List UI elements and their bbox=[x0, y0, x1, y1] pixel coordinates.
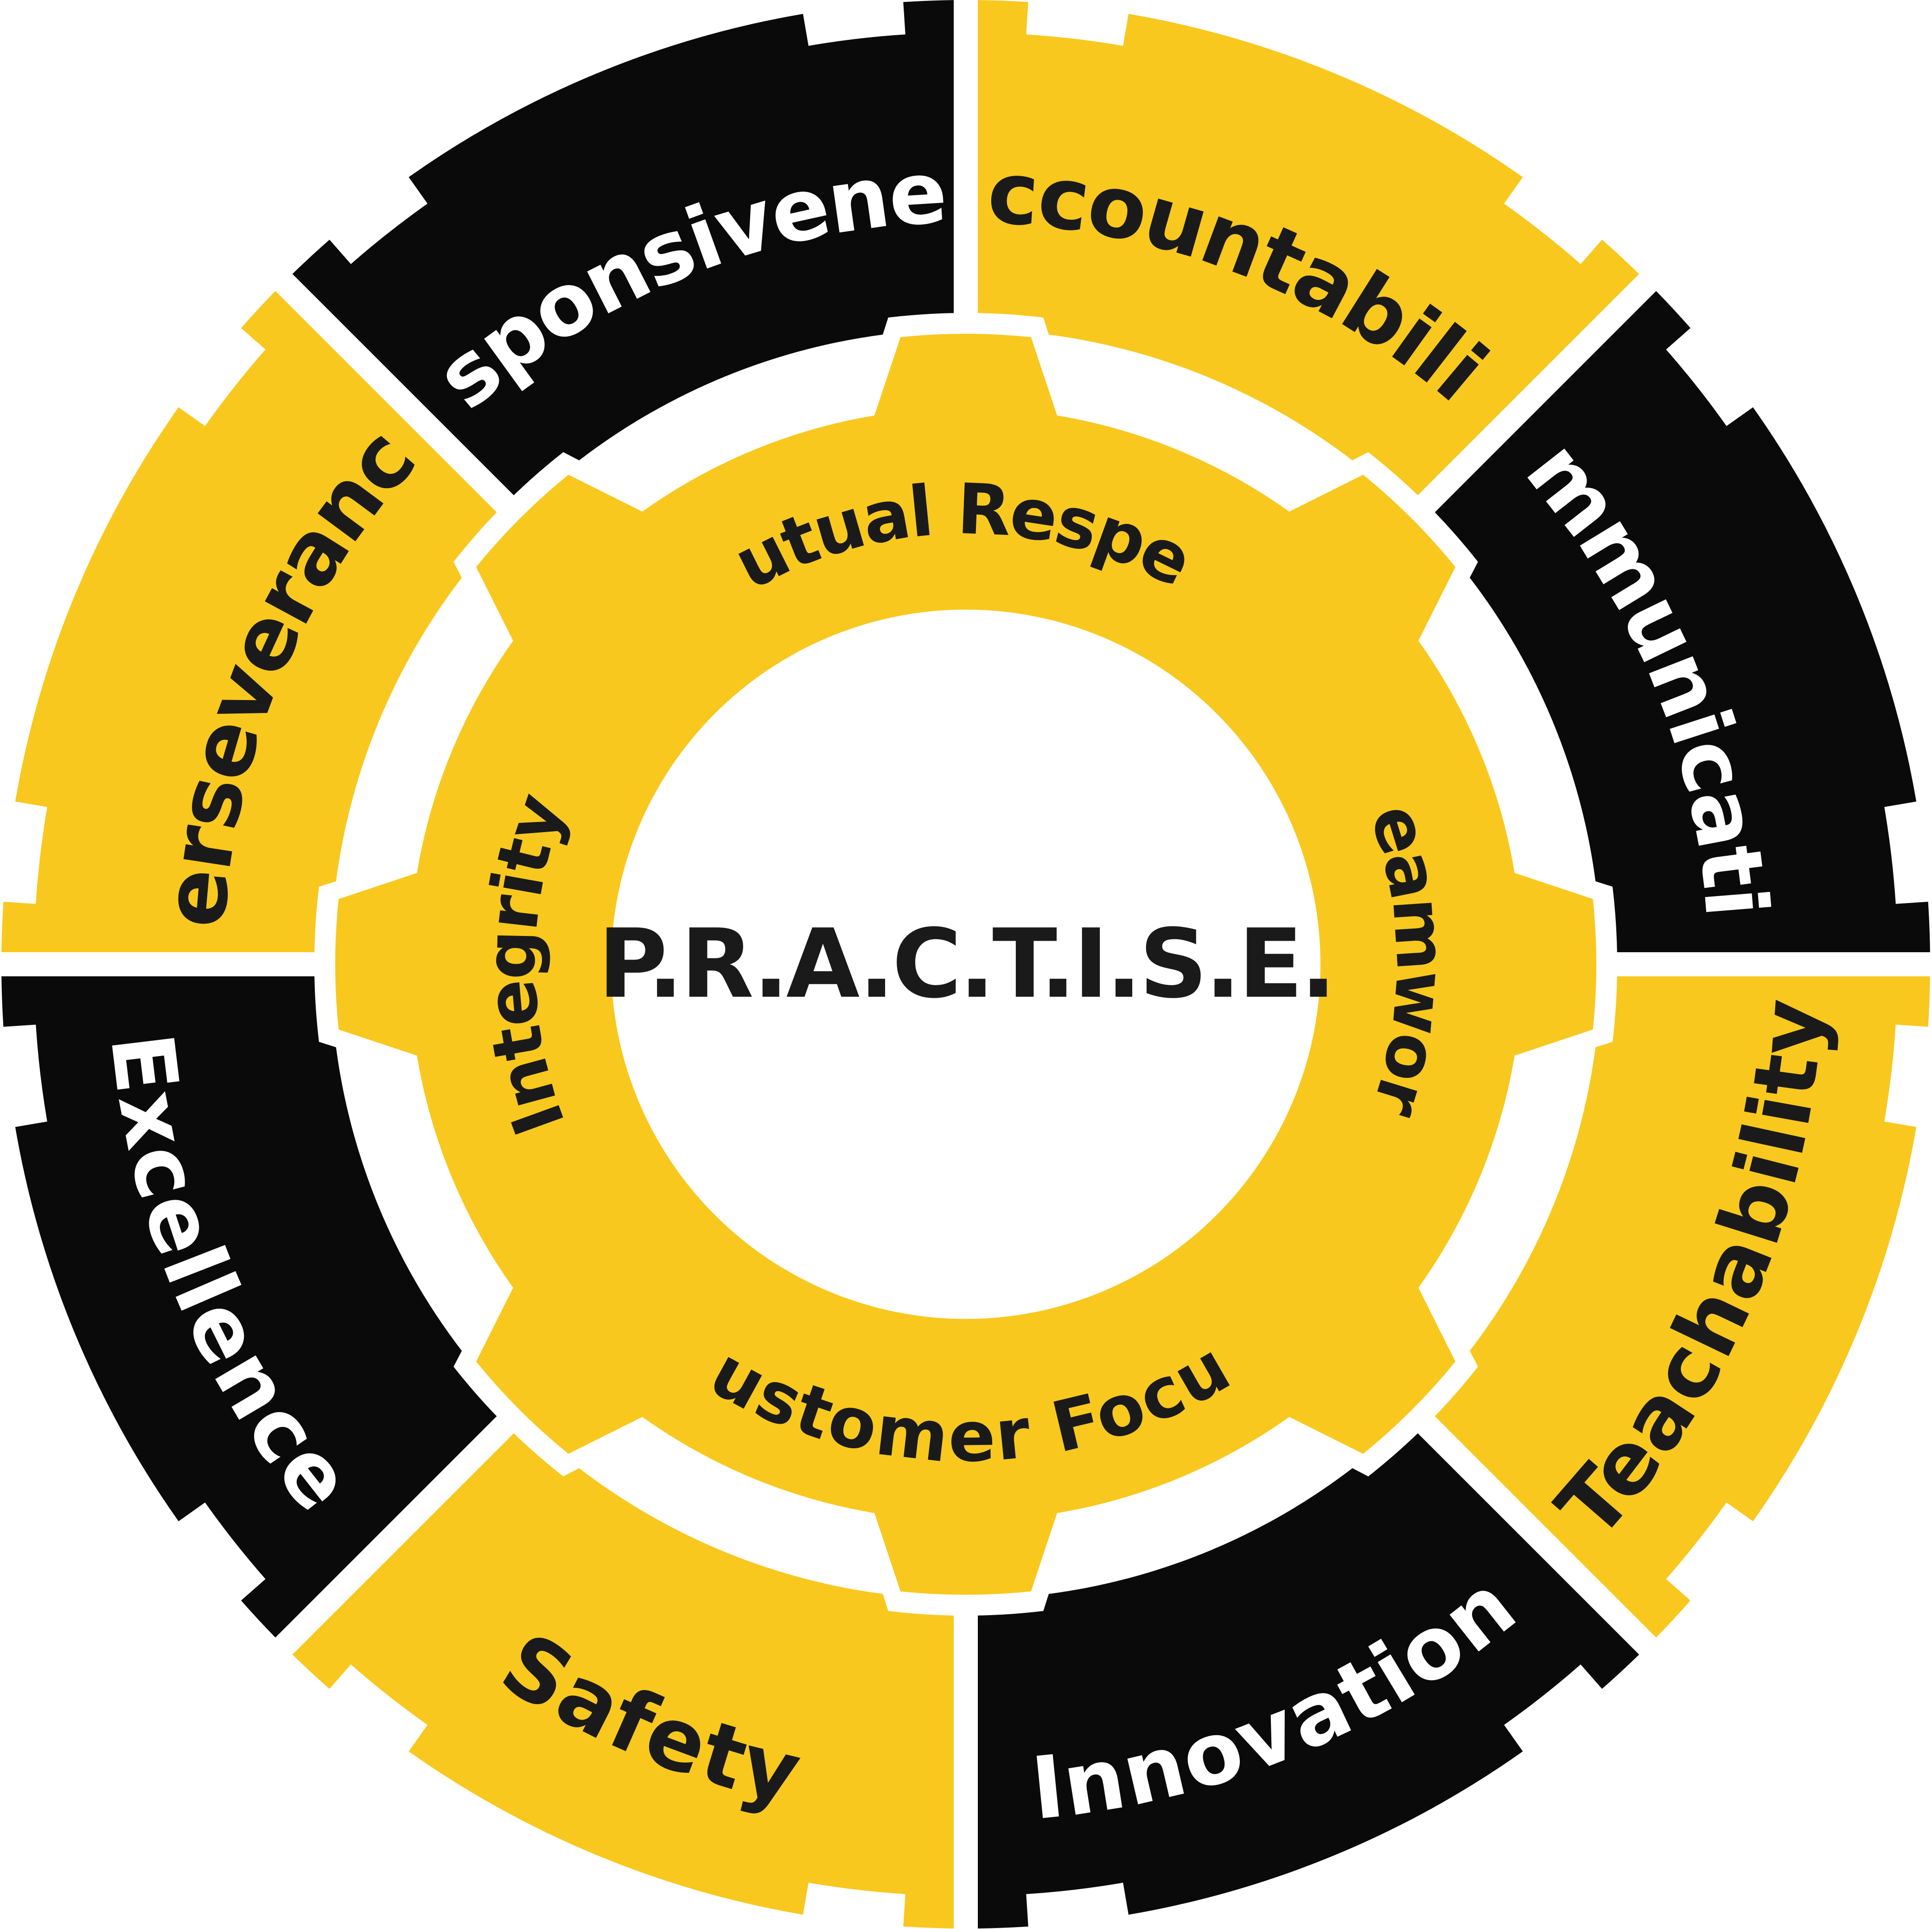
segment-safety bbox=[292, 1421, 954, 1929]
segment-responsiveness bbox=[292, 0, 954, 507]
center-circle bbox=[611, 610, 1320, 1319]
segment-accountability bbox=[977, 0, 1639, 507]
center-title: P.R.A.C.T.I.S.E. bbox=[598, 909, 1334, 1019]
segment-teachability bbox=[1423, 976, 1930, 1638]
segment-innovation bbox=[977, 1421, 1639, 1929]
segment-communication bbox=[1423, 291, 1930, 953]
segment-excellence bbox=[1, 976, 509, 1638]
segment-perseverance bbox=[1, 291, 509, 953]
